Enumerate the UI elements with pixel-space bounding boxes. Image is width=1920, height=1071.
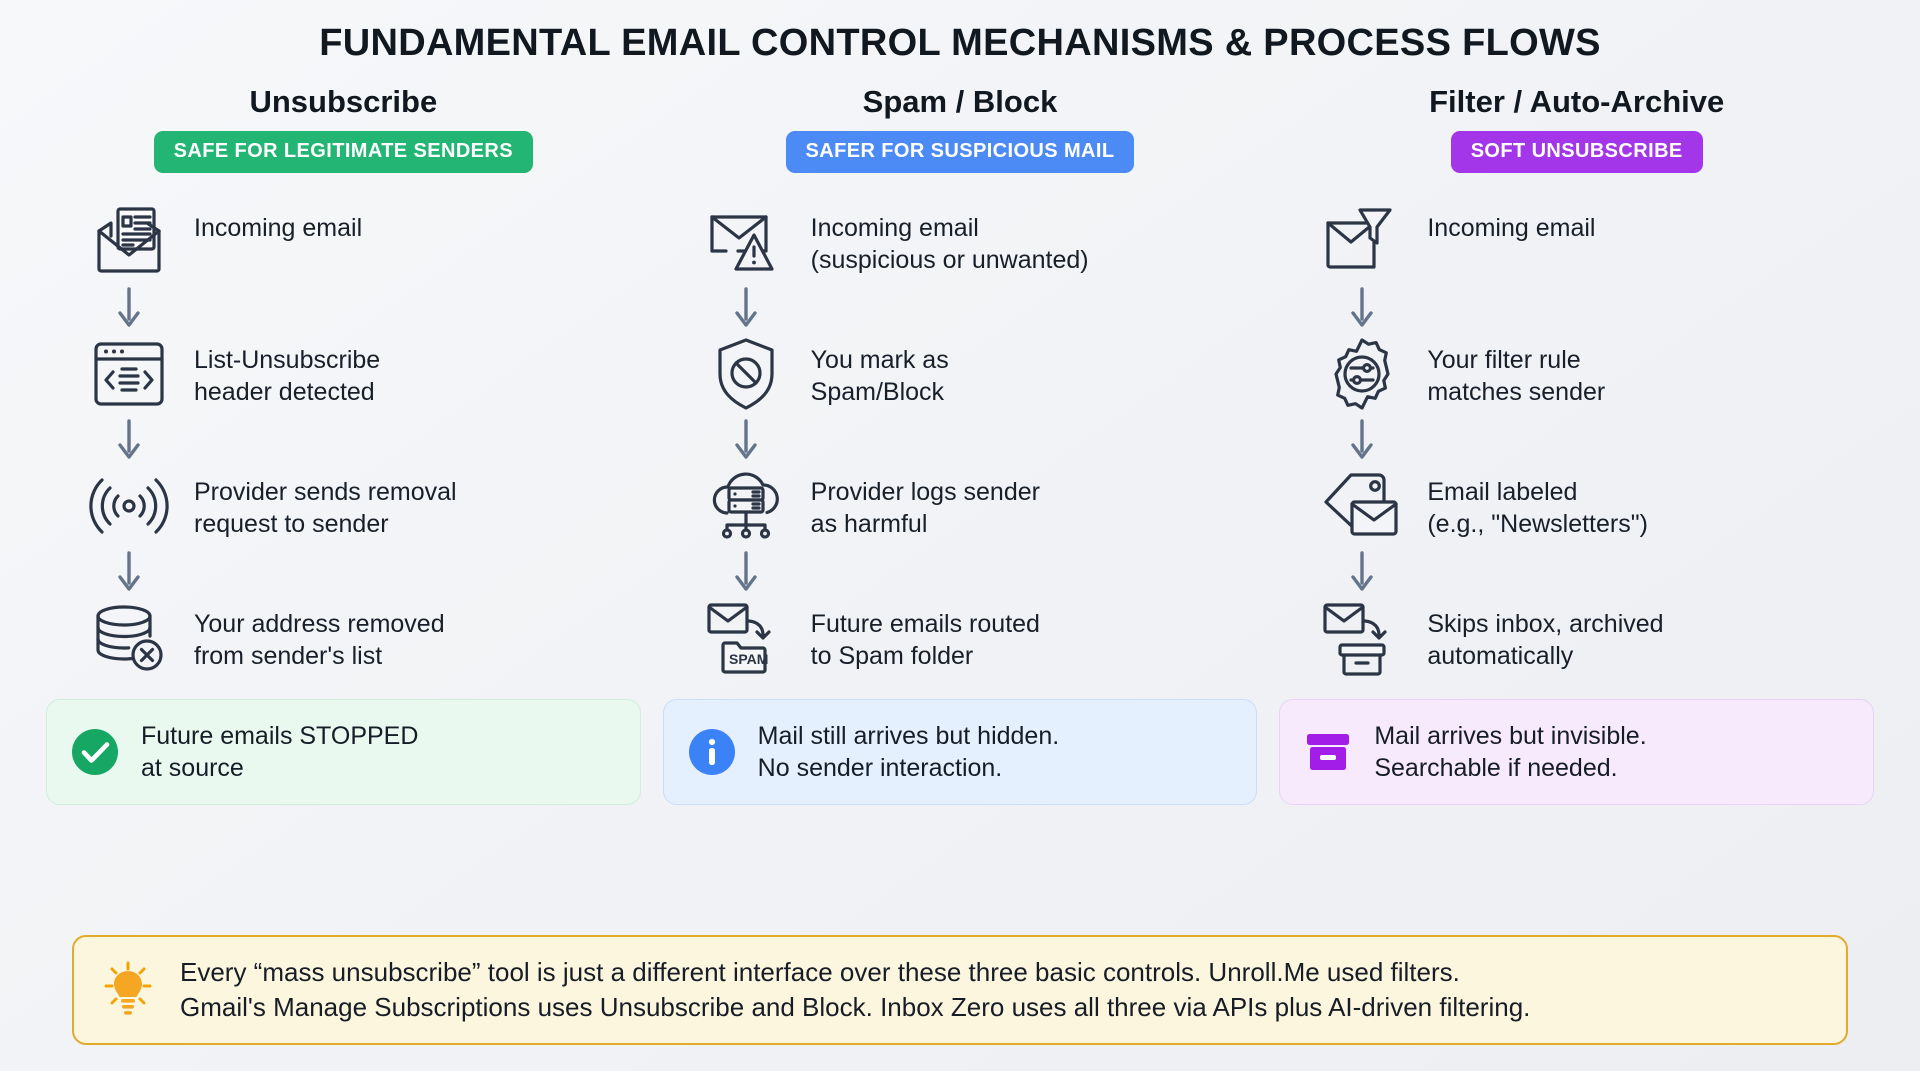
- flow-arrow-icon: [86, 285, 172, 331]
- step-text: Email labeled (e.g., "Newsletters"): [1427, 478, 1648, 538]
- outcome-text: Mail still arrives but hidden. No sender…: [757, 722, 1060, 783]
- steps-list: Incoming email Your filter rule matches …: [1279, 199, 1874, 681]
- step-item: Incoming email (suspicious or unwanted): [703, 199, 1258, 285]
- step-item: Your filter rule matches sender: [1319, 331, 1874, 417]
- flow-arrow-icon: [1319, 285, 1405, 331]
- envelope-funnel-icon: [1319, 199, 1405, 285]
- step-text: Your filter rule matches sender: [1427, 346, 1606, 406]
- outcome-box: Mail arrives but invisible. Searchable i…: [1279, 699, 1875, 806]
- step-item: Provider sends removal request to sender: [86, 463, 641, 549]
- step-item: List-Unsubscribe header detected: [86, 331, 641, 417]
- step-item: Provider logs sender as harmful: [703, 463, 1258, 549]
- column-title: Unsubscribe: [249, 84, 438, 119]
- outcome-slot: Mail arrives but invisible. Searchable i…: [1279, 681, 1875, 806]
- flow-arrow-icon: [86, 417, 172, 463]
- badge-row: SAFE FOR LEGITIMATE SENDERS: [46, 131, 641, 174]
- outcome-slot: Future emails STOPPED at source: [46, 681, 641, 806]
- envelope-to-archive-box-icon: [1319, 595, 1405, 681]
- step-text: List-Unsubscribe header detected: [194, 346, 381, 406]
- step-text: You mark as Spam/Block: [810, 346, 949, 406]
- badge-row: SOFT UNSUBSCRIBE: [1279, 131, 1874, 174]
- step-item: SPAM Future emails routed to Spam folder: [703, 595, 1258, 681]
- step-text: Incoming email: [1427, 214, 1596, 243]
- badge-row: SAFER FOR SUSPICIOUS MAIL: [663, 131, 1258, 174]
- broadcast-signal-icon: [86, 463, 172, 549]
- status-badge: SAFE FOR LEGITIMATE SENDERS: [153, 131, 533, 174]
- column-spam-block: Spam / Block SAFER FOR SUSPICIOUS MAIL I…: [662, 84, 1258, 806]
- column-filter-auto-archive: Filter / Auto-Archive SOFT UNSUBSCRIBE I…: [1279, 84, 1875, 806]
- page-title: FUNDAMENTAL EMAIL CONTROL MECHANISMS & P…: [319, 22, 1601, 64]
- outcome-box: Mail still arrives but hidden. No sender…: [662, 699, 1258, 806]
- step-text: Your address removed from sender's list: [194, 610, 445, 670]
- steps-list: Incoming email: [46, 199, 641, 681]
- columns-container: Unsubscribe SAFE FOR LEGITIMATE SENDERS: [0, 84, 1920, 806]
- envelope-to-spam-folder-icon: SPAM: [703, 595, 789, 681]
- shield-block-icon: [703, 331, 789, 417]
- steps-list: Incoming email (suspicious or unwanted) …: [663, 199, 1258, 681]
- flow-arrow-icon: [703, 549, 789, 595]
- archive-box-icon: [1302, 726, 1354, 778]
- status-badge: SOFT UNSUBSCRIBE: [1450, 131, 1703, 174]
- outcome-text: Future emails STOPPED at source: [141, 722, 419, 783]
- browser-code-header-icon: [86, 331, 172, 417]
- step-text: Provider sends removal request to sender: [194, 478, 457, 538]
- cloud-server-icon: [703, 463, 789, 549]
- tag-envelope-label-icon: [1319, 463, 1405, 549]
- outcome-slot: Mail still arrives but hidden. No sender…: [662, 681, 1258, 806]
- gear-sliders-icon: [1319, 331, 1405, 417]
- envelope-newsletter-icon: [86, 199, 172, 285]
- flow-arrow-icon: [86, 549, 172, 595]
- step-item: Incoming email: [86, 199, 641, 285]
- status-badge: SAFER FOR SUSPICIOUS MAIL: [785, 131, 1135, 174]
- step-text: Incoming email: [194, 214, 363, 243]
- step-item: Incoming email: [1319, 199, 1874, 285]
- step-item: Email labeled (e.g., "Newsletters"): [1319, 463, 1874, 549]
- flow-arrow-icon: [703, 285, 789, 331]
- step-text: Provider logs sender as harmful: [810, 478, 1040, 538]
- envelope-warning-icon: [703, 199, 789, 285]
- outcome-text: Mail arrives but invisible. Searchable i…: [1374, 722, 1647, 783]
- spam-folder-label: SPAM: [729, 651, 768, 667]
- step-item: Your address removed from sender's list: [86, 595, 641, 681]
- flow-arrow-icon: [703, 417, 789, 463]
- info-circle-icon: [686, 726, 738, 778]
- column-title: Spam / Block: [862, 84, 1058, 119]
- outcome-box: Future emails STOPPED at source: [46, 699, 641, 806]
- column-title: Filter / Auto-Archive: [1429, 84, 1725, 119]
- database-remove-icon: [86, 595, 172, 681]
- check-circle-icon: [69, 726, 121, 778]
- footer-text: Every “mass unsubscribe” tool is just a …: [180, 956, 1531, 1022]
- step-item: You mark as Spam/Block: [703, 331, 1258, 417]
- step-text: Skips inbox, archived automatically: [1427, 610, 1664, 670]
- flow-arrow-icon: [1319, 549, 1405, 595]
- column-unsubscribe: Unsubscribe SAFE FOR LEGITIMATE SENDERS: [46, 84, 641, 806]
- footer-note: Every “mass unsubscribe” tool is just a …: [72, 934, 1848, 1045]
- flow-arrow-icon: [1319, 417, 1405, 463]
- lightbulb-icon: [100, 960, 156, 1020]
- step-item: Skips inbox, archived automatically: [1319, 595, 1874, 681]
- step-text: Future emails routed to Spam folder: [810, 610, 1040, 670]
- step-text: Incoming email (suspicious or unwanted): [810, 214, 1089, 274]
